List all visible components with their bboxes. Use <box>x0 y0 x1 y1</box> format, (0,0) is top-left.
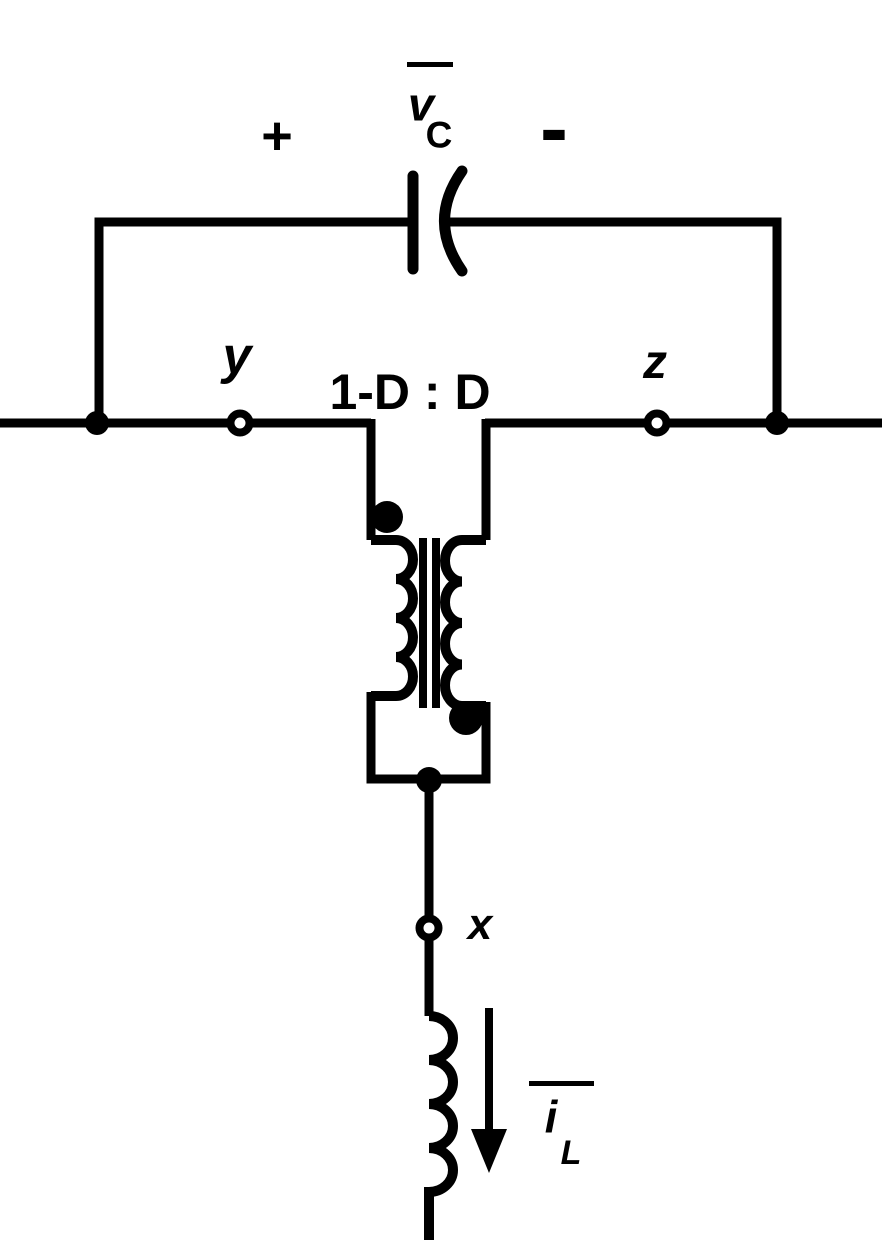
capacitor-plate-right <box>439 165 468 277</box>
polarity-dot-primary <box>371 501 403 533</box>
transformer-symbol <box>371 501 486 735</box>
transformer-secondary-winding <box>440 535 486 711</box>
wire-capacitor-loop-right <box>447 217 782 423</box>
wire-capacitor-loop-left <box>94 217 411 423</box>
transformer-turns-ratio-label: 1-D : D <box>329 364 491 420</box>
terminal-node-x <box>415 914 443 942</box>
transformer-primary-winding <box>371 535 418 701</box>
capacitor-minus-sign: - <box>540 81 568 175</box>
current-arrow-icon <box>471 1008 507 1173</box>
junction-dot-right <box>765 411 789 435</box>
capacitor-voltage-label: v <box>407 77 435 131</box>
polarity-dot-secondary <box>449 701 483 735</box>
current-arrow-head <box>471 1129 507 1173</box>
terminal-node-y <box>226 409 254 437</box>
junction-dot-bottom <box>416 767 442 793</box>
terminal-x-label: x <box>467 900 493 949</box>
capacitor-voltage-subscript: C <box>425 114 453 156</box>
terminal-y-label: y <box>222 327 252 385</box>
capacitor-plus-sign: + <box>261 106 293 166</box>
inductor-current-label: i <box>544 1091 558 1143</box>
inductor-current-overbar <box>529 1081 594 1086</box>
capacitor-voltage-overbar <box>407 62 453 67</box>
junction-dot-left <box>85 411 109 435</box>
inductor-current-subscript: L <box>560 1134 582 1172</box>
capacitor-symbol <box>407 165 468 277</box>
terminal-z-label: z <box>643 336 667 389</box>
inductor-symbol <box>424 1011 458 1240</box>
terminal-node-z <box>643 409 671 437</box>
